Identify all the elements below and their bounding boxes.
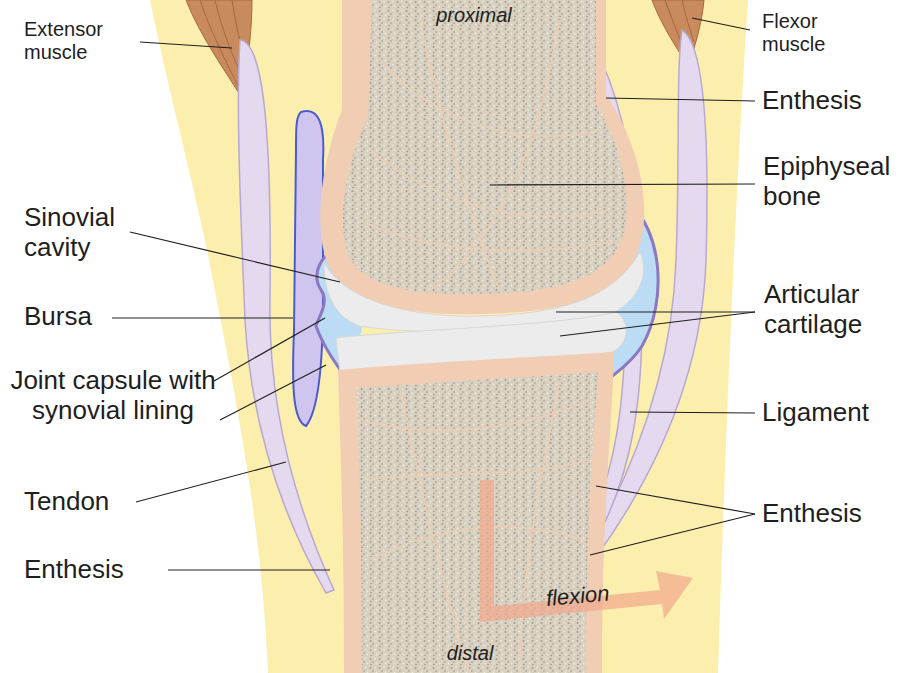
distal-bone-spongy <box>356 372 598 673</box>
leader-line <box>214 318 325 381</box>
leader-line <box>596 486 755 514</box>
trabecula <box>360 380 590 673</box>
part-label: Enthesis <box>762 499 912 529</box>
leader-line <box>490 184 755 185</box>
part-label: Epiphyseal bone <box>763 152 915 212</box>
soft-tissue <box>150 0 748 673</box>
part-label: Bursa <box>24 302 144 332</box>
leader-line <box>168 569 330 570</box>
trabecula <box>360 20 620 290</box>
proximal-bone-cortex <box>320 0 644 314</box>
part-label: Ligament <box>762 398 912 428</box>
leader-line <box>556 311 755 312</box>
part-label: Tendon <box>24 487 164 517</box>
part-label: Joint capsule with synovial lining <box>8 366 218 426</box>
leader-line <box>112 317 293 318</box>
part-label: Enthesis <box>762 86 912 116</box>
part-label: Enthesis <box>24 555 174 585</box>
leader-line <box>630 412 755 413</box>
leader-line <box>136 462 286 502</box>
part-label: Articular cartilage <box>764 280 916 340</box>
leader-line <box>140 42 232 48</box>
proximal-bone-spongy <box>343 0 627 294</box>
direction-label: proximal <box>424 4 524 27</box>
leader-line <box>130 232 340 282</box>
leader-line <box>692 18 750 30</box>
leader-lines <box>112 18 755 570</box>
leader-line <box>606 98 755 101</box>
part-label: Flexor muscle <box>762 10 862 56</box>
part-label: Extensor muscle <box>24 18 132 64</box>
direction-label: distal <box>420 642 520 665</box>
flexion-arrow <box>480 480 693 622</box>
leader-line <box>590 514 755 555</box>
leader-line <box>220 365 326 420</box>
distal-bone-cortex <box>338 352 614 673</box>
part-label: Sinovial cavity <box>24 203 156 263</box>
leader-line <box>560 312 755 336</box>
motion-label: flexion <box>545 576 657 611</box>
